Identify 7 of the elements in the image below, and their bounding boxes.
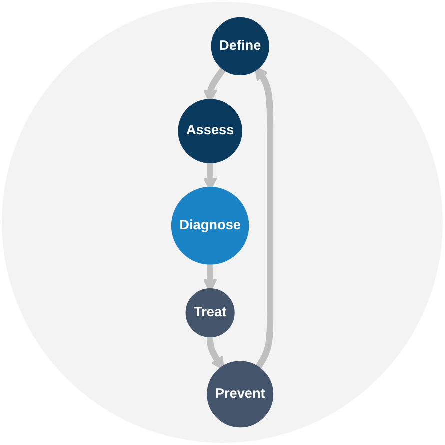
node-circle: Diagnose: [171, 187, 250, 265]
node-circle: Assess: [178, 99, 242, 164]
node-circle: Treat: [186, 288, 235, 338]
arrow: [207, 336, 225, 371]
node-circle: Prevent: [207, 361, 274, 428]
node-circle: Define: [211, 17, 270, 76]
arrow: [254, 66, 274, 369]
